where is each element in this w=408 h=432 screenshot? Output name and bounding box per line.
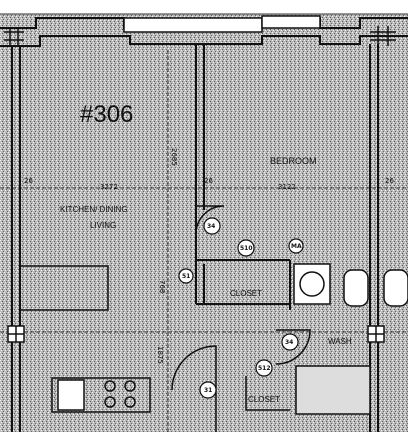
tag-door-wash: 34 (285, 339, 293, 346)
tag-door-closet-a: 510 (240, 245, 253, 252)
appliance-box (57, 379, 85, 411)
closet-walls (195, 210, 291, 310)
window-right (261, 15, 321, 29)
door-swings (171, 205, 311, 432)
dim-living-width: 3272 (100, 183, 118, 191)
page-top-margin (0, 0, 408, 14)
dim-right-edge: 26 (385, 177, 394, 185)
room-kitchen-dining: KITCHEN/ DINING (60, 205, 128, 214)
room-bedroom: BEDROOM (270, 156, 317, 166)
column-top-left (4, 28, 24, 46)
bathtub (295, 365, 371, 415)
dim-closet-depth: 768 (158, 280, 166, 293)
dim-living-height: 2685 (170, 148, 178, 166)
room-closet-upper: CLOSET (230, 289, 262, 298)
dim-bedroom-width: 3122 (278, 183, 296, 191)
tag-door-closet-c: 51 (182, 273, 190, 280)
tag-door-closet-b: MA (291, 243, 302, 250)
tag-door-entry: 31 (204, 387, 212, 394)
tag-door-closet-lower: 512 (258, 365, 271, 372)
unit-number: #306 (80, 101, 133, 128)
column-top-right (370, 26, 396, 46)
room-closet-lower: CLOSET (248, 395, 280, 404)
toilet-2 (383, 269, 408, 307)
room-living: LIVING (90, 221, 116, 230)
window-left (123, 17, 263, 33)
column-lower-left (7, 325, 25, 343)
dimension-lines (0, 50, 408, 432)
toilet-1 (343, 269, 369, 307)
dim-left-edge: 26 (24, 177, 33, 185)
dim-lower-height: 1875 (156, 346, 164, 364)
column-lower-right (367, 325, 385, 343)
bath-fixtures (293, 263, 408, 415)
room-wash: WASH (328, 337, 352, 346)
tag-door-bedroom: 34 (207, 223, 215, 230)
dim-mid-gap: 26 (204, 177, 213, 185)
kitchen-counter (19, 265, 151, 413)
door-tag-circles (178, 217, 304, 399)
